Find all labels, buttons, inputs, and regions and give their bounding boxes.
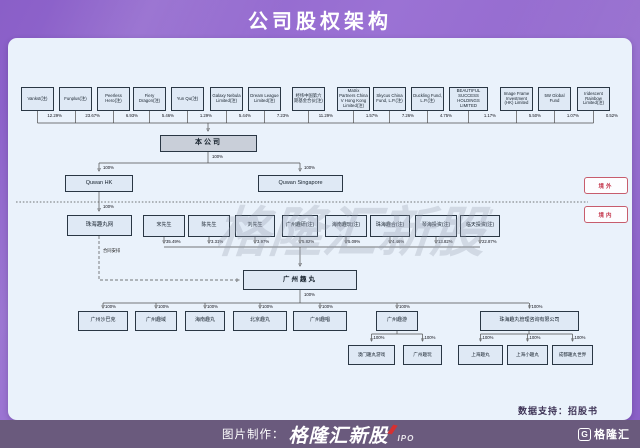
holder-box: 琴海投资(注) <box>415 215 457 237</box>
ownership-percentage: 100% <box>212 153 223 159</box>
ownership-percentage: 100% <box>574 335 586 340</box>
shareholder-box: 经纬中国第六期基金合伙(注) <box>292 87 325 111</box>
shareholder-box: Vankst(注) <box>21 87 54 111</box>
subsidiary-box: 上海小趣丸 <box>507 345 548 365</box>
ownership-percentage: 7.23% <box>276 112 289 118</box>
ownership-percentage: 1.07% <box>566 112 579 118</box>
page-title: 公司股权架构 <box>248 11 392 33</box>
ownership-percentage: 12.29% <box>47 112 62 118</box>
shareholder-box: Yun Qu(注) <box>171 87 204 111</box>
ownership-percentage: 5.09% <box>348 238 361 244</box>
subsidiary-box: 成都趣丸世界 <box>552 345 593 365</box>
ownership-percentage: 4.75% <box>439 112 452 118</box>
holder-box: 广州趣研(注) <box>282 215 318 237</box>
ownership-percentage: 0.52% <box>605 112 618 118</box>
subsidiary-box: 北京趣丸 <box>233 311 287 331</box>
ownership-percentage: 4.46% <box>392 238 405 244</box>
subsidiary-box: 上海趣丸 <box>458 345 503 365</box>
footer-bar: 图片制作： 格隆汇新股 IPO G 格隆汇 <box>0 420 640 448</box>
ownership-percentage: 100% <box>531 303 543 309</box>
holder-box: 刘先生 <box>235 215 275 237</box>
subsidiary-box: 珠海趣丸网 <box>67 215 132 236</box>
ownership-percentage: 100% <box>105 303 116 309</box>
data-support-note: 数据支持：招股书 <box>517 406 598 416</box>
ownership-percentage: 7.26% <box>401 112 414 118</box>
ownership-percentage: 5.46% <box>161 112 174 118</box>
ownership-percentage: 100% <box>424 335 436 340</box>
shareholder-box: Duckling Fund, L.P.(注) <box>411 87 444 111</box>
shareholder-box: Matrix Partners China V Hong Kong Limite… <box>337 87 370 111</box>
gelonghui-logo-text: 格隆汇 <box>594 429 630 441</box>
shareholder-box: Funplus(注) <box>59 87 92 111</box>
shareholder-box: 5W Global Fund <box>538 87 571 111</box>
subsidiary-box: Quwan Singapore <box>258 175 343 192</box>
gelonghui-logo-mark: G <box>578 427 591 441</box>
ownership-percentage: 100% <box>529 335 541 340</box>
shareholder-box: Galaxy Nebula Limited(注) <box>210 87 243 111</box>
subsidiary-box: 澳门趣丸游戏 <box>348 345 395 365</box>
shareholder-box: Dream League Limited(注) <box>248 87 281 111</box>
ownership-percentage: 6.93% <box>125 112 138 118</box>
ownership-percentage: 35.49% <box>166 238 181 244</box>
subsidiary-box: 广州趣域 <box>135 311 177 331</box>
ownership-percentage: 100% <box>304 292 315 297</box>
shareholder-box: Image Frame Investment (HK) Limited <box>500 87 533 111</box>
ownership-percentage: 100% <box>207 303 218 309</box>
ownership-percentage: 100% <box>103 165 114 170</box>
vie-entity-box: 广州趣丸 <box>243 270 357 290</box>
ownership-percentage: 13.82% <box>438 238 453 244</box>
holder-box: 海南趣玩(注) <box>325 215 367 237</box>
ownership-percentage: 100% <box>103 203 114 209</box>
ownership-percentage: 5.82% <box>302 238 315 244</box>
ownership-percentage: 3.97% <box>257 238 270 244</box>
ownership-percentage: 100% <box>373 335 385 340</box>
holder-box: 陈先生 <box>188 215 230 237</box>
ownership-percentage: 1.29% <box>199 112 212 118</box>
holder-box: 珠海趣合(注) <box>370 215 410 237</box>
ownership-percentage: 100% <box>304 165 315 170</box>
ownership-percentage: 11.29% <box>318 112 333 118</box>
shareholder-box: Iridescent Rainbow Limited(注) <box>577 87 610 111</box>
credit-label: 图片制作： <box>222 429 285 441</box>
ownership-percentage: 3.31% <box>211 238 224 244</box>
ownership-percentage: 1.17% <box>483 112 496 118</box>
subsidiary-box: 广州沙巴克 <box>78 311 128 331</box>
vie-contract-label: 合同安排 <box>103 247 121 253</box>
ownership-percentage: 23.67% <box>85 112 100 118</box>
ownership-percentage: 100% <box>399 303 410 309</box>
ownership-percentage: 22.87% <box>482 238 497 244</box>
ownership-percentage: 100% <box>482 335 494 340</box>
brand-logo-text: 格隆汇新股 <box>288 425 389 447</box>
ownership-percentage: 5.50% <box>528 112 541 118</box>
ownership-percentage: 1.57% <box>365 112 378 118</box>
ownership-percentage: 100% <box>322 303 333 309</box>
holder-box: 宋先生 <box>143 215 185 237</box>
shareholder-box: Fiery Dragon(注) <box>133 87 166 111</box>
holder-box: 临天投资(注) <box>460 215 500 237</box>
ownership-percentage: 5.44% <box>238 112 251 118</box>
shareholder-box: Peerless Hero(注) <box>97 87 130 111</box>
company-box: 本公司 <box>160 135 257 152</box>
ownership-percentage: 100% <box>158 303 169 309</box>
subsidiary-box: 广州趣玩 <box>403 345 442 365</box>
shareholder-box: Skycus China Fund, L.P.(注) <box>373 87 406 111</box>
brand-ipo-suffix: IPO <box>397 433 415 443</box>
shareholder-box: BEAUTIFUL SUCCESS HOLDINGS LIMITED <box>449 87 488 111</box>
onshore-label: 境内 <box>584 206 628 223</box>
subsidiary-box: 海南趣丸 <box>185 311 225 331</box>
subsidiary-box: 珠海趣丸管理咨询有限公司 <box>480 311 579 331</box>
offshore-label: 境外 <box>584 177 628 194</box>
gelonghui-logo: G 格隆汇 <box>578 426 630 442</box>
subsidiary-box: 广州趣唱 <box>293 311 347 331</box>
ownership-percentage: 100% <box>262 303 273 309</box>
subsidiary-box: Quwan HK <box>65 175 133 192</box>
subsidiary-box: 广州趣游 <box>376 311 418 331</box>
